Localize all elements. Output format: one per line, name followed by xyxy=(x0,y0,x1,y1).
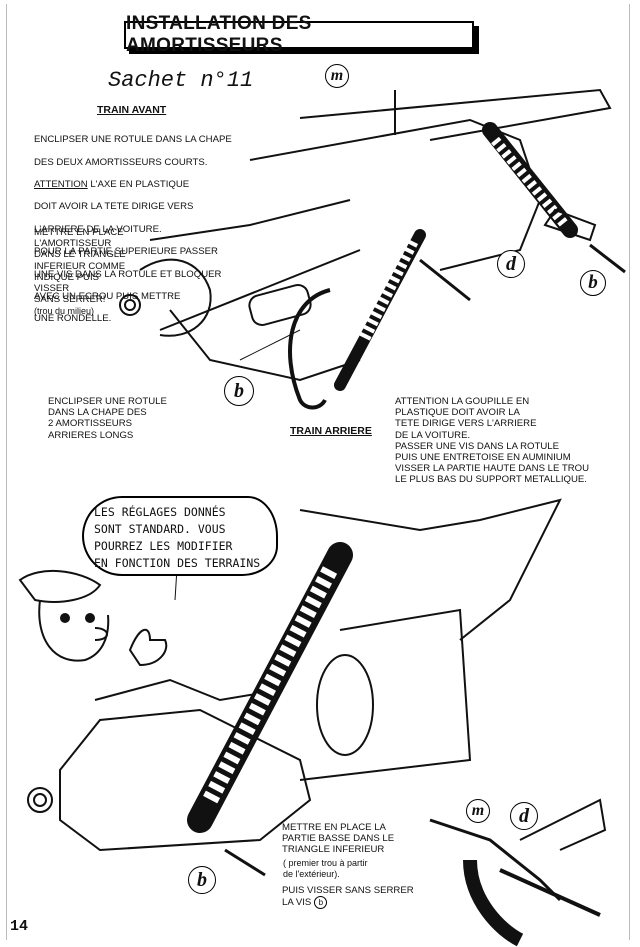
callout-m: m xyxy=(325,64,349,88)
callout-b: b xyxy=(224,376,254,406)
callout-d: d xyxy=(497,250,525,278)
train-avant-line: AVEC UN ECROU PUIS METTRE xyxy=(34,291,181,303)
sachet-label: Sachet n°11 xyxy=(108,68,254,93)
face xyxy=(38,599,110,662)
big-shock-icon xyxy=(187,542,353,833)
page-number: 14 xyxy=(10,918,29,935)
train-avant-heading: TRAIN AVANT xyxy=(97,104,167,116)
premier-trou-text: ( premier trou à partir de l'extérieur). xyxy=(283,858,368,880)
lower-wheel-nut xyxy=(27,787,53,813)
visser-text: PUIS VISSER SANS SERRER xyxy=(282,885,414,896)
chassis-rail xyxy=(299,88,612,141)
train-arriere-heading: TRAIN ARRIERE xyxy=(290,425,372,437)
enclipser-longs-text: ENCLIPSER UNE ROTULE DANS LA CHAPE DES 2… xyxy=(48,396,167,441)
train-avant-line: ENCLIPSER UNE ROTULE DANS LA CHAPE xyxy=(34,134,232,146)
cap xyxy=(18,569,102,603)
gear-box xyxy=(299,608,472,781)
callout-b: b xyxy=(188,866,216,894)
callout-b-inline: b xyxy=(314,896,328,909)
rear-shock-icon xyxy=(482,122,578,238)
train-avant-line: DES DEUX AMORTISSEURS COURTS. xyxy=(34,156,208,168)
mettre-en-place-text: METTRE EN PLACE L'AMORTISSEUR DANS LE TR… xyxy=(34,227,126,306)
callout-b: b xyxy=(580,270,606,296)
gear-housing xyxy=(316,654,374,756)
partie-basse-text: METTRE EN PLACE LA PARTIE BASSE DANS LE … xyxy=(282,822,395,856)
callout-d: d xyxy=(510,802,538,830)
train-avant-line: UNE RONDELLE. xyxy=(34,313,112,325)
page-frame xyxy=(6,4,630,940)
lower-arm xyxy=(159,249,361,331)
front-shock-icon xyxy=(334,229,426,391)
train-avant-line: DOIT AVOIR LA TETE DIRIGE VERS xyxy=(34,201,194,213)
thumb-hand xyxy=(128,628,168,667)
leader-curve xyxy=(288,288,331,410)
lower-triangle xyxy=(59,708,312,852)
callout-m: m xyxy=(466,799,490,823)
lower-chassis xyxy=(299,498,562,641)
train-avant-line: UNE VIS DANS LA ROTULE ET BLOQUER xyxy=(34,268,222,280)
train-avant-text: ENCLIPSER UNE ROTULE DANS LA CHAPE DES D… xyxy=(34,123,232,336)
train-avant-line: POUR LA PARTIE SUPERIEURE PASSER xyxy=(34,246,218,258)
attention-rest: L'AXE EN PLASTIQUE xyxy=(87,179,190,191)
speech-bubble: LES RÉGLAGES DONNÉS SONT STANDARD. VOUS … xyxy=(82,496,278,576)
attention-line: ATTENTION L'AXE EN PLASTIQUE xyxy=(34,179,232,190)
attention-word: ATTENTION xyxy=(34,179,88,191)
train-avant-line: L'ARRIERE DE LA VOITURE. xyxy=(34,223,162,235)
bubble-text: LES RÉGLAGES DONNÉS SONT STANDARD. VOUS … xyxy=(94,505,261,570)
la-vis-text: LA VIS xyxy=(282,896,312,908)
upper-arm xyxy=(149,199,351,241)
trou-du-milieu: (trou du milieu) xyxy=(34,306,95,316)
wheel-nut xyxy=(119,294,141,316)
hub xyxy=(139,258,212,337)
train-arriere-text: ATTENTION LA GOUPILLE EN PLASTIQUE DOIT … xyxy=(395,396,590,486)
la-vis-line: LA VIS b xyxy=(282,896,328,909)
front-triangle xyxy=(169,309,361,382)
